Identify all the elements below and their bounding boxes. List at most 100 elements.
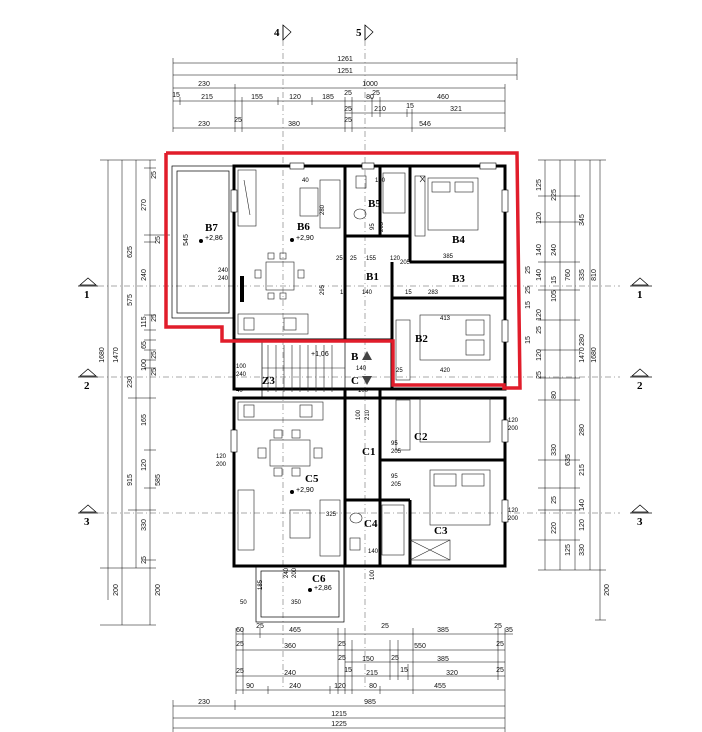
svg-text:325: 325 <box>326 512 337 518</box>
dim-top-4d: 120 <box>289 94 301 101</box>
svg-text:100: 100 <box>358 388 369 394</box>
dim-top-6a: 230 <box>198 121 210 128</box>
svg-text:2: 2 <box>637 380 643 392</box>
svg-text:760: 760 <box>565 269 572 281</box>
svg-text:1470: 1470 <box>113 347 120 363</box>
svg-text:270: 270 <box>141 199 148 211</box>
svg-text:1470: 1470 <box>579 347 586 363</box>
svg-text:120: 120 <box>141 459 148 471</box>
svg-text:15: 15 <box>400 667 408 674</box>
svg-text:25: 25 <box>338 655 346 662</box>
dim-top-2: 1251 <box>337 68 353 75</box>
svg-text:95: 95 <box>391 474 398 480</box>
svg-text:200: 200 <box>508 426 519 432</box>
svg-text:215: 215 <box>579 464 586 476</box>
svg-text:550: 550 <box>414 643 426 650</box>
svg-text:100: 100 <box>141 359 148 371</box>
svg-text:140: 140 <box>536 269 543 281</box>
svg-text:15: 15 <box>525 301 532 309</box>
svg-text:240: 240 <box>218 276 229 282</box>
svg-text:205: 205 <box>379 221 385 232</box>
furniture <box>237 169 491 561</box>
room-labels: B7 B6 B5 B4 B3 B1 B2 B C Z3 C1 C2 C3 C4 … <box>205 198 465 585</box>
svg-text:25: 25 <box>256 623 264 630</box>
dim-top-3b: 1000 <box>362 81 378 88</box>
svg-text:240: 240 <box>289 683 301 690</box>
dim-top-6e: 546 <box>419 121 431 128</box>
svg-text:140: 140 <box>356 366 367 372</box>
svg-text:125: 125 <box>536 179 543 191</box>
svg-text:120: 120 <box>390 256 401 262</box>
svg-text:120: 120 <box>536 309 543 321</box>
svg-text:810: 810 <box>591 269 598 281</box>
svg-text:280: 280 <box>320 204 326 215</box>
svg-text:35: 35 <box>505 627 513 634</box>
elevations: +2,86 +2,90 +2,90 +2,86 +1,06 <box>199 235 332 592</box>
right-dimensions: 125 225 120 140 240 345 25 140 25 15 105… <box>525 159 611 621</box>
svg-text:225: 225 <box>551 189 558 201</box>
dim-top-6d: 25 <box>344 117 352 124</box>
dim-top-5a: 25 <box>344 106 352 113</box>
svg-text:625: 625 <box>127 246 134 258</box>
svg-text:200: 200 <box>604 584 611 596</box>
svg-text:345: 345 <box>579 214 586 226</box>
svg-text:15: 15 <box>551 276 558 284</box>
room-c4: C4 <box>364 518 378 530</box>
svg-text:140: 140 <box>368 549 379 555</box>
left-dimensions: 25 270 25 240 25 115 65 25 100 25 230 16… <box>99 159 190 626</box>
svg-text:240: 240 <box>284 567 290 578</box>
svg-text:240: 240 <box>141 269 148 281</box>
svg-text:120: 120 <box>536 349 543 361</box>
room-z3: Z3 <box>262 375 275 387</box>
svg-text:100: 100 <box>236 364 247 370</box>
svg-text:25: 25 <box>536 371 543 379</box>
dim-top-4f: 25 <box>344 90 352 97</box>
svg-text:4: 4 <box>274 27 280 39</box>
svg-text:240: 240 <box>236 372 247 378</box>
svg-text:120: 120 <box>508 508 519 514</box>
svg-text:575: 575 <box>127 294 134 306</box>
svg-text:330: 330 <box>579 544 586 556</box>
bottom-dimensions: 60 25 465 25 385 25 35 25 360 25 550 25 … <box>172 623 513 732</box>
svg-text:40: 40 <box>236 388 243 394</box>
section-marker-1-left: 1 <box>78 277 620 301</box>
svg-text:165: 165 <box>141 414 148 426</box>
svg-text:330: 330 <box>551 444 558 456</box>
svg-text:295: 295 <box>320 284 326 295</box>
svg-text:455: 455 <box>434 683 446 690</box>
svg-text:25: 25 <box>496 667 504 674</box>
svg-text:25: 25 <box>151 351 158 359</box>
svg-text:200: 200 <box>216 462 227 468</box>
svg-text:240: 240 <box>218 268 229 274</box>
svg-text:25: 25 <box>551 496 558 504</box>
svg-text:60: 60 <box>236 627 244 634</box>
svg-text:240: 240 <box>284 670 296 677</box>
room-b: B <box>351 351 359 363</box>
svg-text:25: 25 <box>396 368 403 374</box>
dim-top-5b: 210 <box>374 106 386 113</box>
svg-text:1680: 1680 <box>99 347 106 363</box>
svg-text:585: 585 <box>155 474 162 486</box>
highlight-outline <box>164 151 522 390</box>
svg-text:1225: 1225 <box>331 721 347 728</box>
svg-text:155: 155 <box>366 256 377 262</box>
room-c3: C3 <box>434 525 448 537</box>
svg-text:25: 25 <box>155 236 162 244</box>
svg-text:545: 545 <box>183 234 190 246</box>
room-b4: B4 <box>452 234 465 246</box>
room-c: C <box>351 375 359 387</box>
svg-text:80: 80 <box>551 391 558 399</box>
svg-text:2: 2 <box>84 380 90 392</box>
svg-text:+2,90: +2,90 <box>296 487 314 494</box>
svg-text:200: 200 <box>113 584 120 596</box>
svg-text:335: 335 <box>579 269 586 281</box>
svg-text:915: 915 <box>127 474 134 486</box>
section-marker-3-left: 3 <box>78 504 620 528</box>
svg-text:15: 15 <box>344 667 352 674</box>
svg-text:115: 115 <box>141 316 148 327</box>
svg-text:+2,86: +2,86 <box>314 585 332 592</box>
svg-text:25: 25 <box>350 256 357 262</box>
svg-text:3: 3 <box>84 516 90 528</box>
svg-text:25: 25 <box>525 266 532 274</box>
dim-top-3a: 230 <box>198 81 210 88</box>
